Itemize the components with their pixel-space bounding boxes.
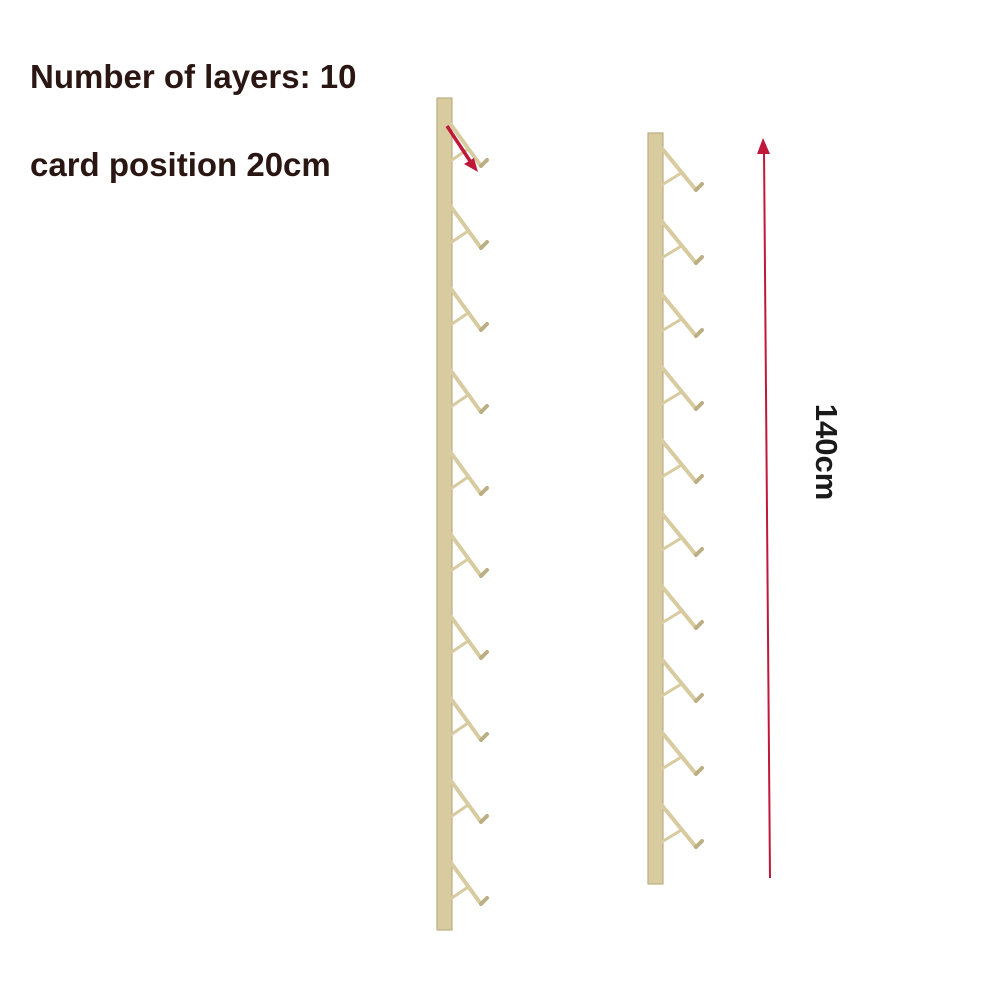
height-dimension-label: 140cm (809, 403, 844, 501)
front-rack-hook-arm (447, 202, 489, 250)
card-position-arrow-icon (445, 125, 478, 172)
height-arrow-icon (757, 138, 771, 879)
front-rack-hook-arm (447, 776, 489, 824)
front-rack-hook-arm (447, 694, 489, 742)
front-rack-hook-arm (447, 284, 489, 332)
front-rack-hook-arm (447, 448, 489, 496)
side-rack-hook-arm (658, 363, 704, 411)
front-rack-hook-arm (447, 530, 489, 578)
side-rack-hook-arm (658, 290, 704, 338)
side-rack-hook-arm (658, 582, 704, 630)
rack-side-view (647, 132, 704, 885)
card-position-label: card position 20cm (30, 146, 331, 183)
side-rack-hook-arm (658, 144, 704, 192)
front-rack-hook-arm (447, 858, 489, 906)
side-rack-hook-arm (658, 728, 704, 776)
front-rack-pole (436, 97, 453, 931)
side-rack-hook-arm (658, 655, 704, 703)
side-rack-hook-arm (658, 436, 704, 484)
side-rack-hook-arm (658, 509, 704, 557)
front-rack-hook-arm (447, 612, 489, 660)
side-rack-hook-arm (658, 801, 704, 849)
layers-count-label: Number of layers: 10 (30, 58, 357, 95)
front-rack-hook-arm (447, 366, 489, 414)
rack-front-view (436, 97, 489, 931)
side-rack-pole (647, 132, 664, 885)
side-rack-hook-arm (658, 217, 704, 265)
